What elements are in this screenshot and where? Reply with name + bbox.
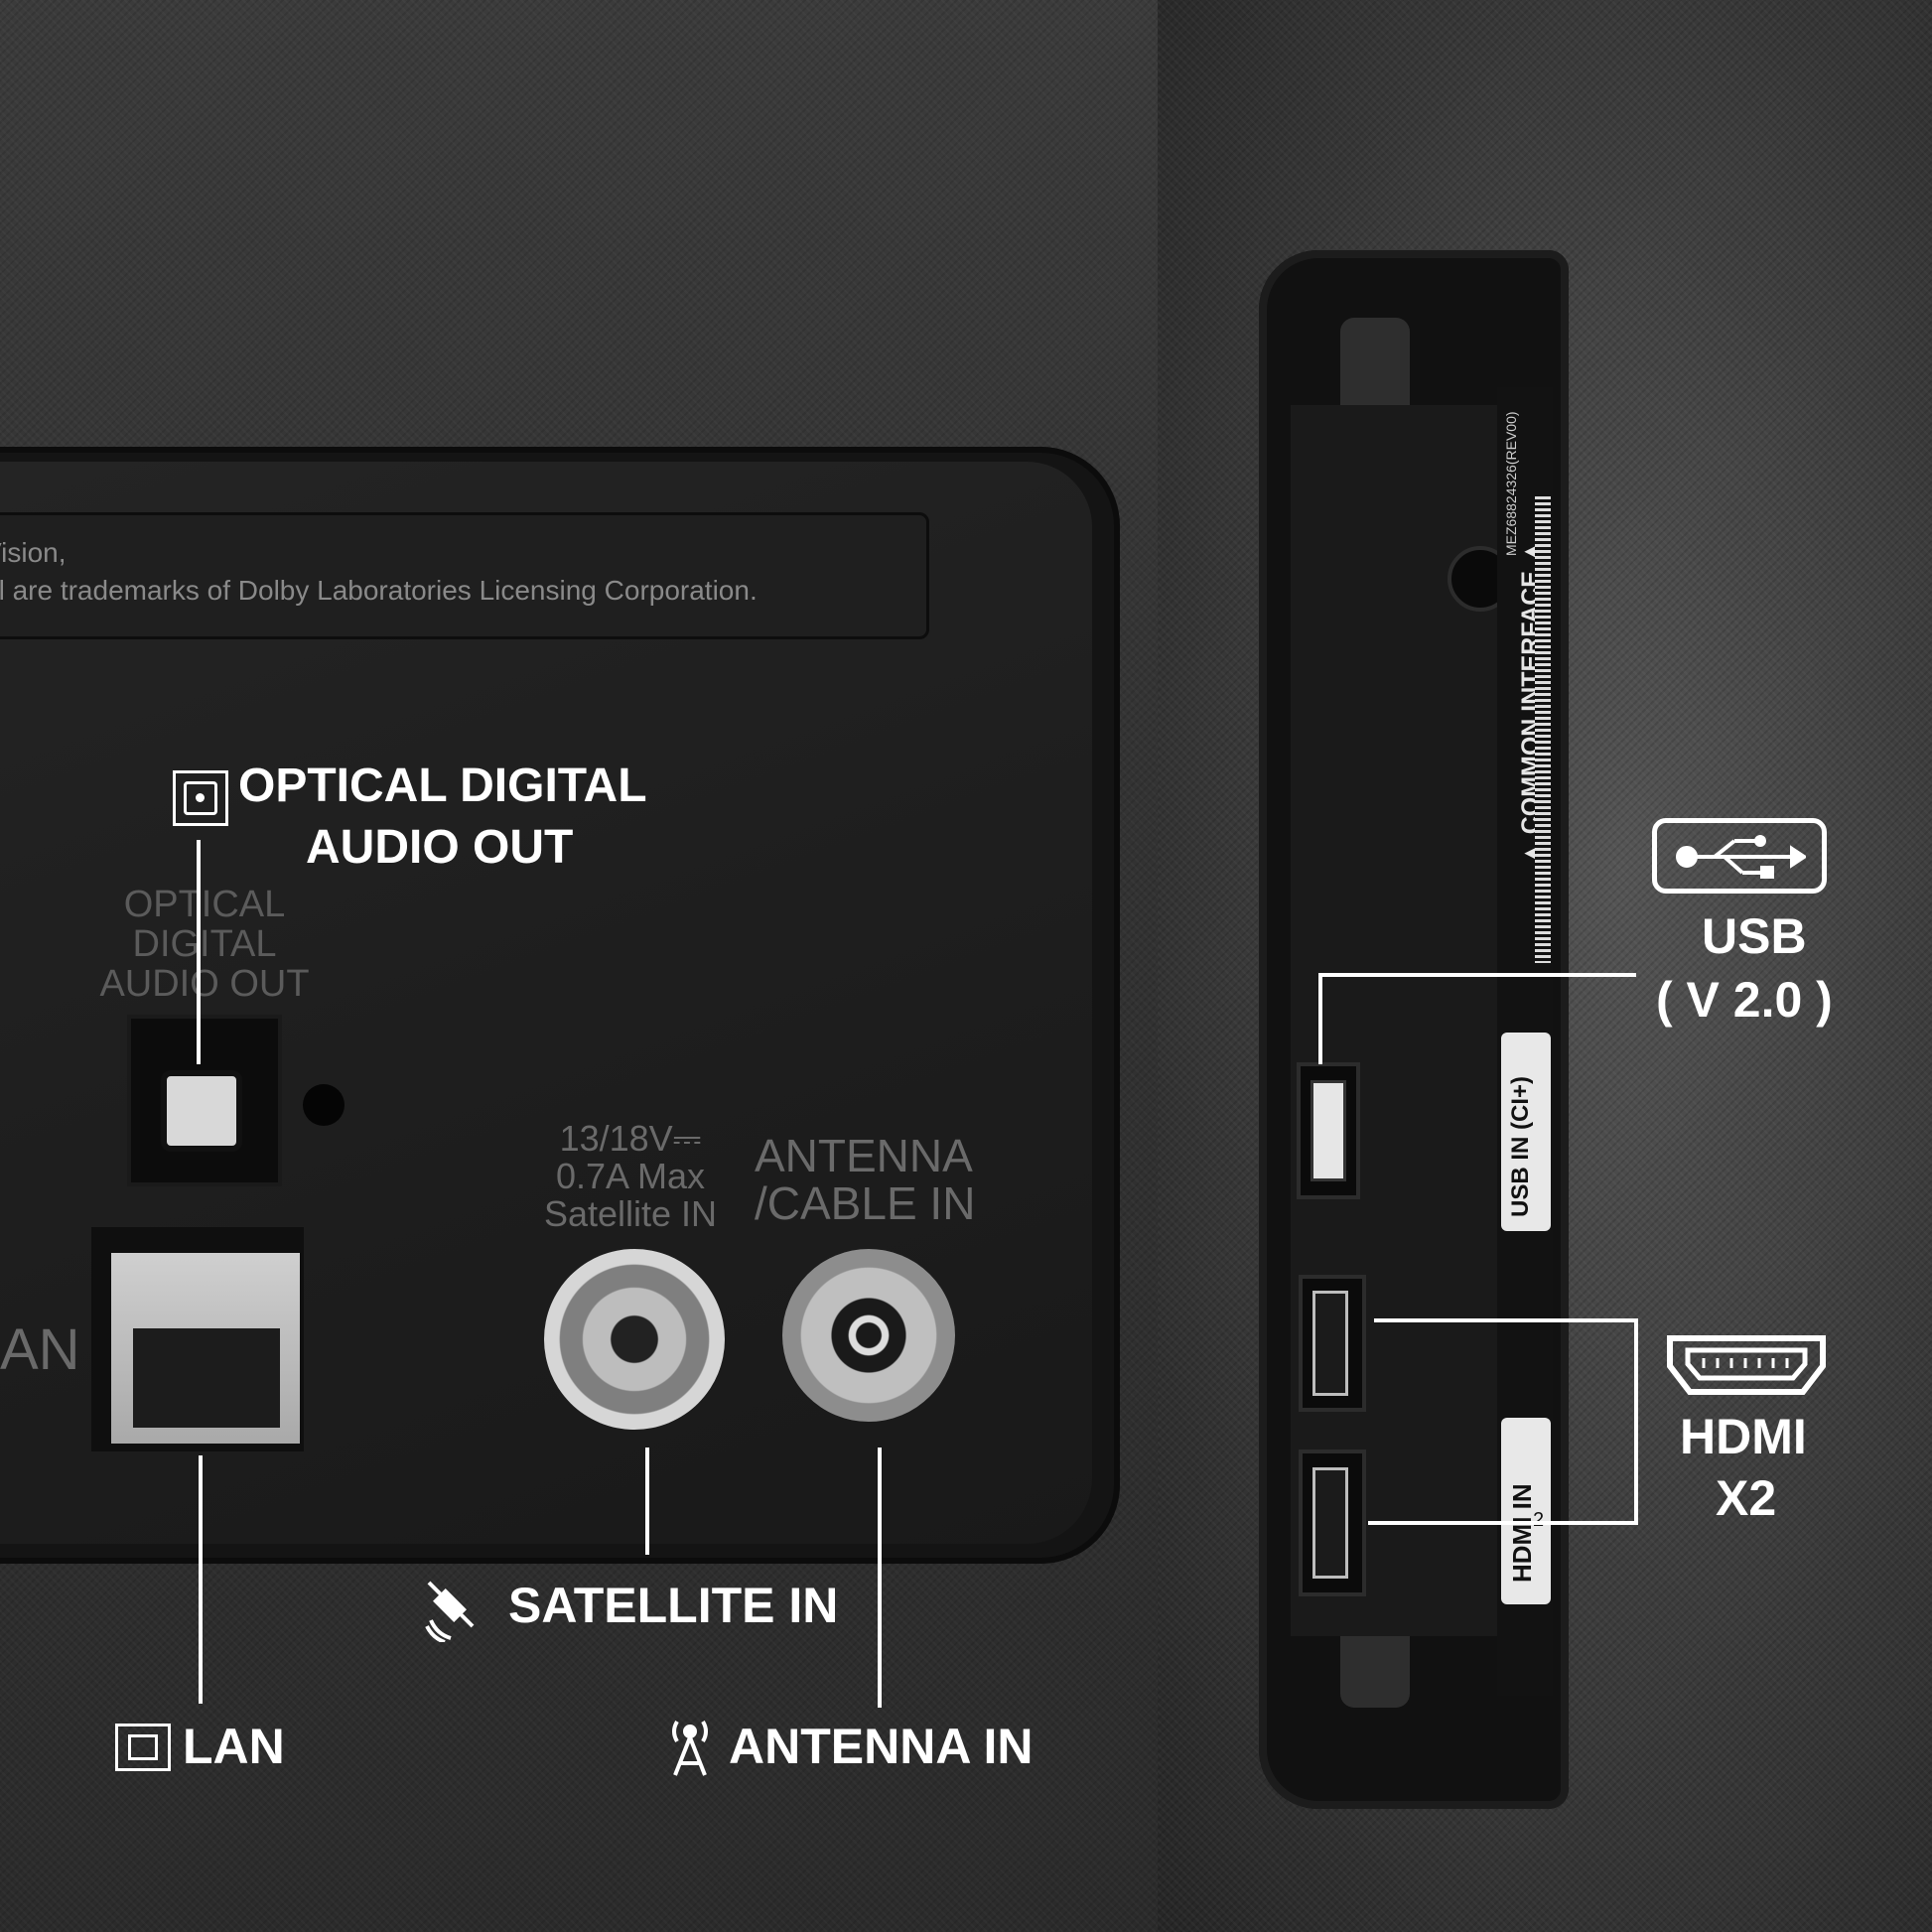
ethernet-icon: [115, 1724, 171, 1771]
optical-port-print-label: OPTICAL DIGITAL AUDIO OUT: [99, 884, 310, 1005]
lan-socket: [133, 1328, 280, 1428]
optical-callout-line2: AUDIO OUT: [306, 821, 574, 874]
model-code-label: MEZ68824326(REV00): [1503, 411, 1519, 556]
lan-port-print-label: AN: [0, 1317, 80, 1382]
hdmi-port-2[interactable]: [1299, 1449, 1366, 1596]
antenna-cable-in-port[interactable]: [782, 1249, 955, 1422]
usb-in-label: USB IN (CI+): [1507, 1075, 1534, 1217]
satellite-in-port[interactable]: [544, 1249, 725, 1430]
usb-port[interactable]: [1297, 1062, 1360, 1199]
optical-callout-line1: OPTICAL DIGITAL: [238, 759, 647, 812]
satellite-icon: [425, 1581, 475, 1642]
trademark-text-line2: ol are trademarks of Dolby Laboratories …: [0, 575, 758, 606]
pinhole: [303, 1084, 345, 1126]
usb-version-label: ( V 2.0 ): [1656, 972, 1833, 1028]
satellite-port-print-label: 13/18V⎓ 0.7A Max Satellite IN: [543, 1118, 718, 1234]
hdmi-in-number: 2: [1533, 1509, 1545, 1531]
hdmi-callout-line-v: [1634, 1318, 1638, 1525]
hdmi-in-label: HDMI IN: [1507, 1483, 1537, 1583]
antenna-icon: [672, 1720, 708, 1776]
hdmi-count-label: X2: [1716, 1470, 1777, 1526]
antenna-callout-line: [878, 1448, 882, 1708]
lan-callout-line: [199, 1455, 203, 1704]
trademark-text-line1: Vision,: [0, 537, 67, 568]
satellite-callout-label: SATELLITE IN: [508, 1578, 839, 1633]
satellite-callout-line: [645, 1448, 649, 1555]
usb-callout-line-v: [1318, 973, 1322, 1064]
lan-callout-label: LAN: [183, 1719, 285, 1774]
hdmi-callout-line-top: [1374, 1318, 1638, 1322]
hdmi-callout-line-bottom: [1368, 1521, 1638, 1525]
hdmi-in-label-box: [1501, 1418, 1551, 1604]
hdmi-icon: [1667, 1335, 1826, 1395]
usb-icon: [1652, 818, 1827, 894]
optical-port-icon: [173, 770, 228, 826]
usb-callout-label: USB: [1702, 908, 1807, 964]
hdmi-port-1[interactable]: [1299, 1275, 1366, 1412]
hdmi-callout-label: HDMI: [1680, 1409, 1807, 1464]
usb-callout-line-h: [1318, 973, 1636, 977]
antenna-port-print-label: ANTENNA /CABLE IN: [755, 1130, 976, 1230]
optical-port-shutter: [161, 1070, 242, 1152]
trademark-label-plate: Vision, ol are trademarks of Dolby Labor…: [0, 512, 929, 639]
antenna-callout-label: ANTENNA IN: [729, 1719, 1034, 1774]
barcode: [1535, 496, 1551, 963]
optical-callout-line: [197, 840, 201, 1064]
usb-in-label-box: [1501, 1033, 1551, 1231]
